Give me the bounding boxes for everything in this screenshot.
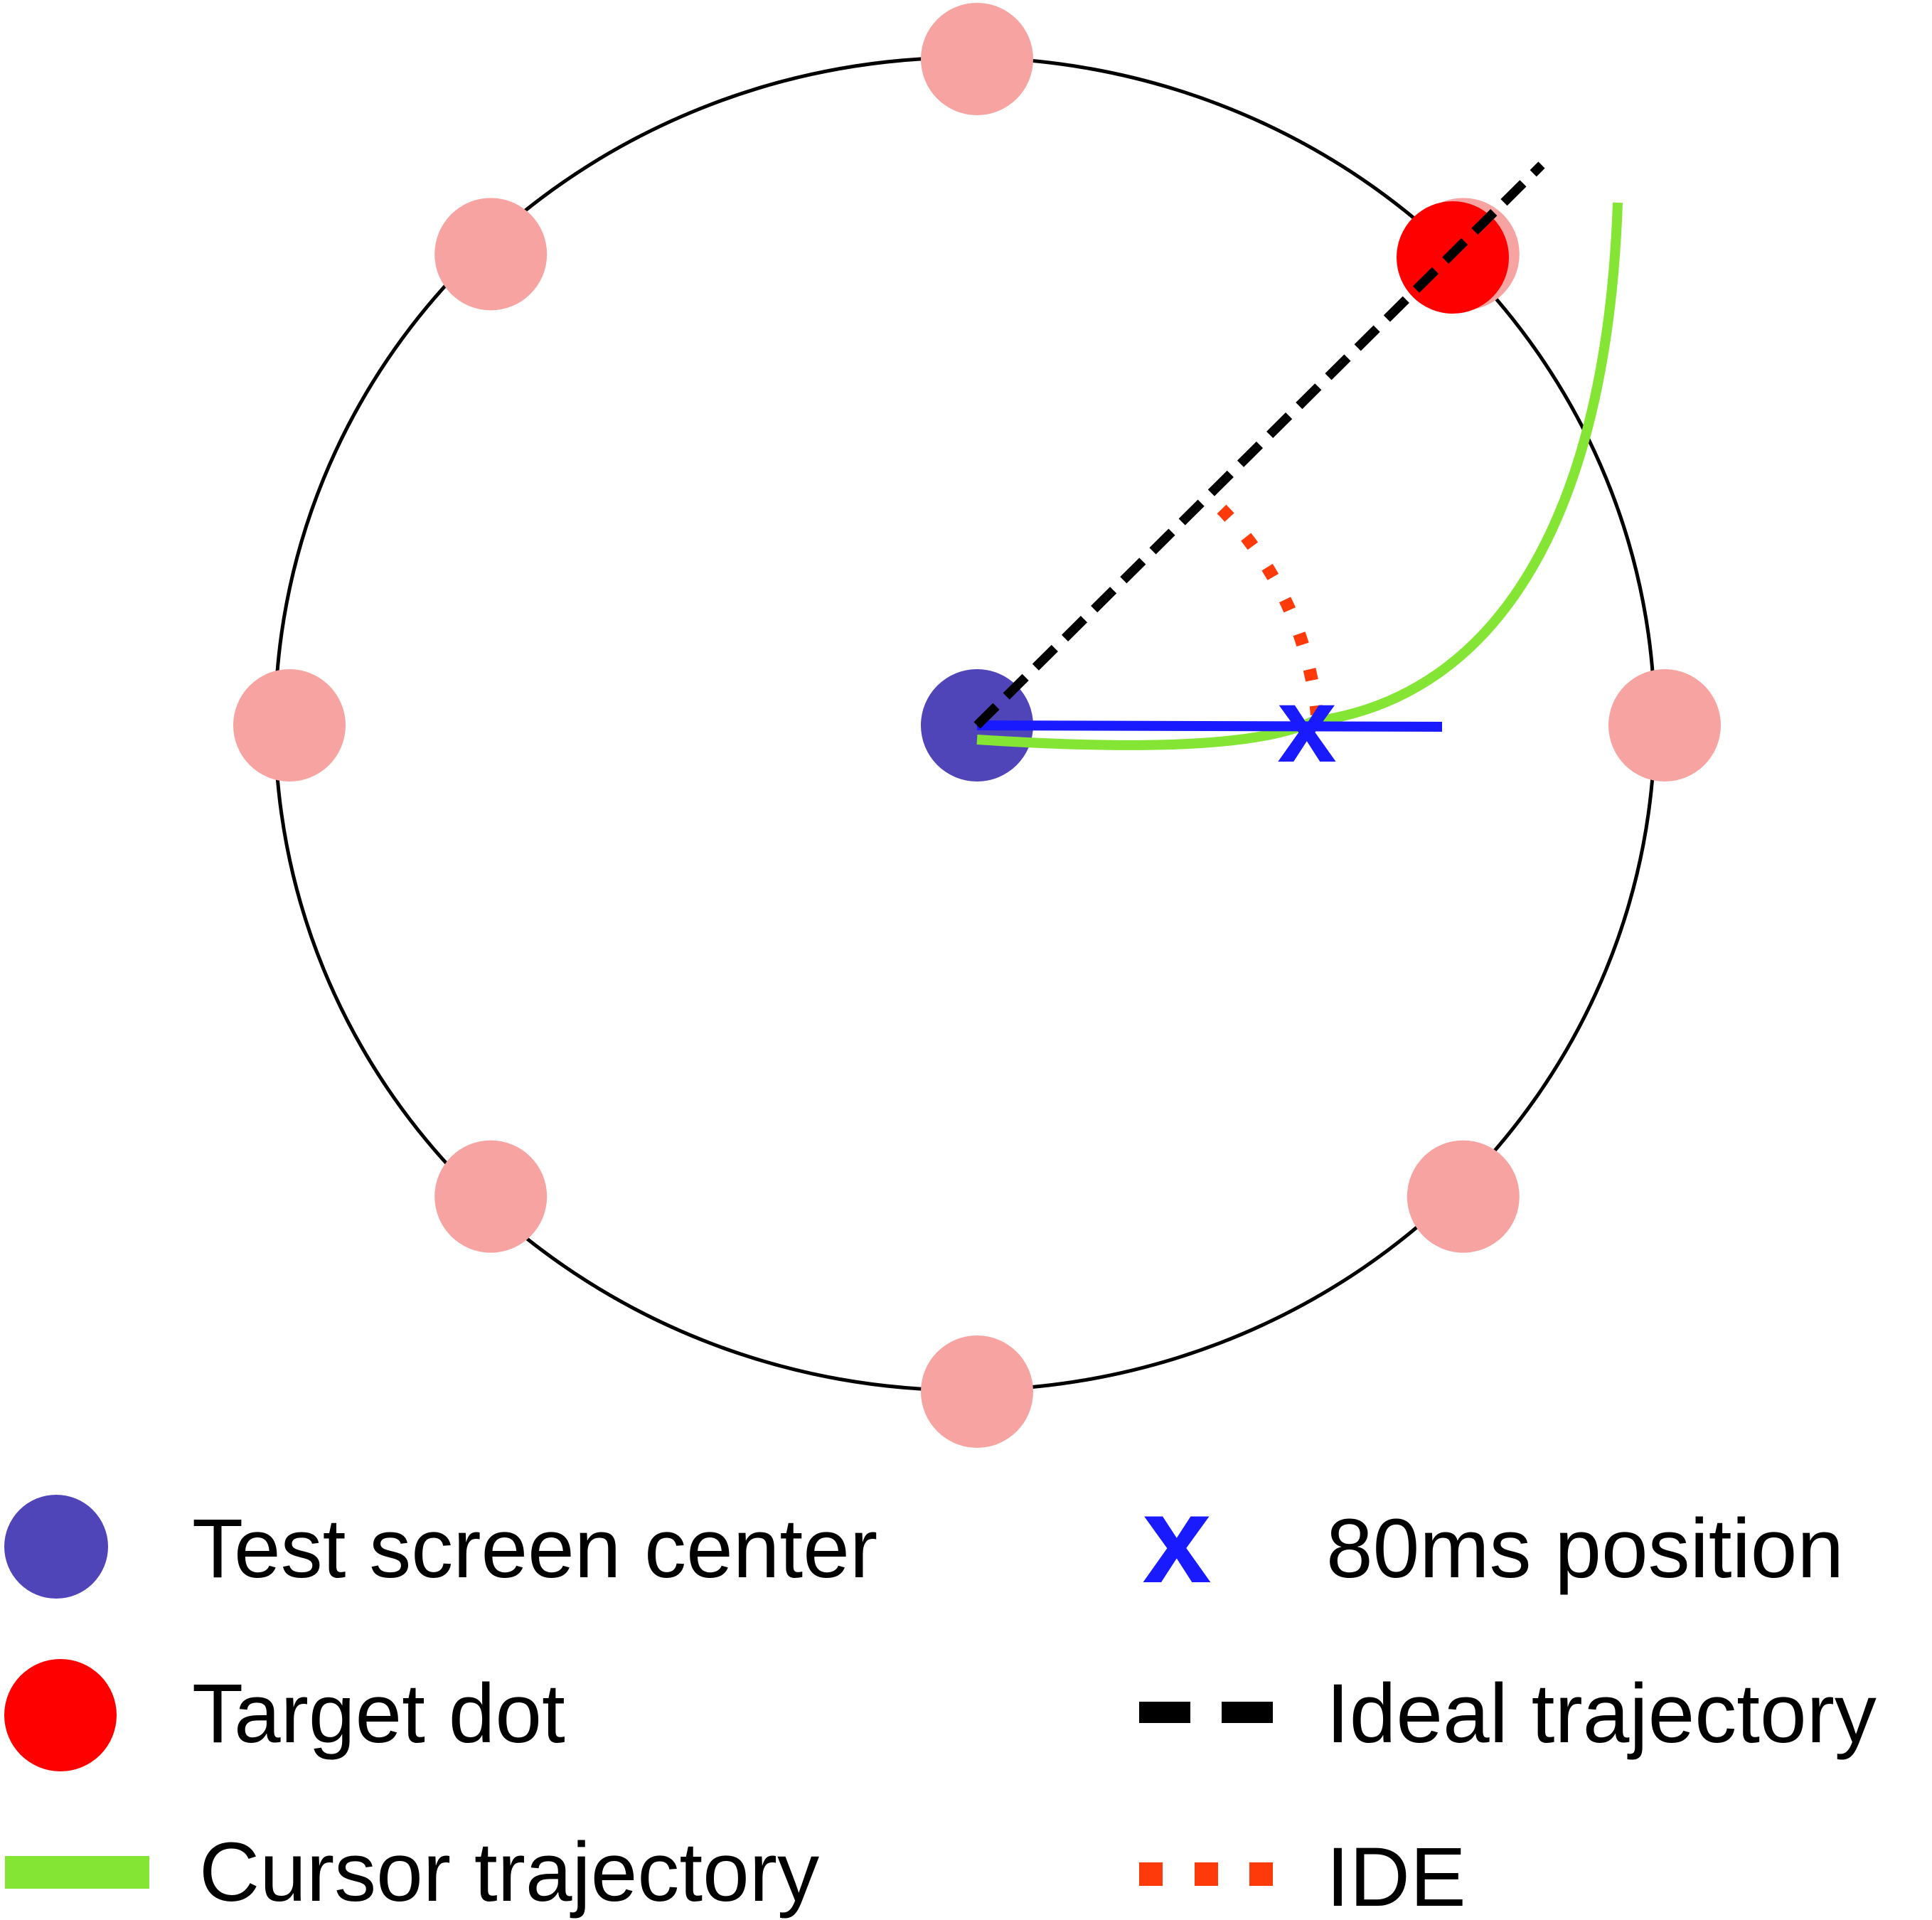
initial-direction-line: [976, 720, 1443, 732]
legend-item-cursor: Cursor trajectory: [5, 1825, 819, 1919]
target-dot-lower-left: [434, 1140, 548, 1253]
legend-label-target: Target dot: [192, 1667, 565, 1761]
legend-ide-dot-1: [1139, 1862, 1163, 1886]
legend-label-position80: 80ms position: [1326, 1502, 1844, 1596]
legend-ideal-dash-2: [1222, 1702, 1273, 1723]
legend-item-ideal: Ideal trajectory: [1139, 1667, 1877, 1761]
legend-cursor-swatch: [5, 1856, 149, 1889]
legend-item-ide: IDE: [1139, 1830, 1466, 1920]
ideal-trajectory-line: [973, 161, 1545, 729]
cursor-trajectory-curve: [976, 202, 1623, 750]
target-dot-left: [233, 669, 346, 782]
target-dot-bottom: [921, 1335, 1033, 1448]
target-dot-lower-right: [1407, 1140, 1520, 1253]
legend-ide-dot-3: [1249, 1862, 1273, 1886]
target-dot-right: [1608, 669, 1721, 782]
legend-label-cursor: Cursor trajectory: [199, 1825, 819, 1919]
legend-label-ideal: Ideal trajectory: [1326, 1667, 1877, 1761]
legend-item-position80: x 80ms position: [1142, 1471, 1844, 1609]
position-80ms-marker: x: [1277, 665, 1336, 784]
legend-item-target: Target dot: [4, 1659, 565, 1771]
target-dot-top: [921, 3, 1033, 115]
target-dot-upper-left: [434, 198, 548, 311]
legend-center-swatch: [4, 1495, 108, 1599]
legend-ide-dot-2: [1195, 1862, 1218, 1886]
legend-label-center: Test screen center: [192, 1502, 877, 1596]
ide-angle-arc: [1217, 504, 1323, 715]
legend-position80-swatch: x: [1142, 1471, 1211, 1609]
legend-item-center: Test screen center: [4, 1495, 877, 1599]
legend-label-ide: IDE: [1326, 1830, 1466, 1920]
legend-ideal-dash-1: [1139, 1702, 1190, 1723]
legend-target-swatch: [4, 1659, 117, 1771]
legend: Test screen center Target dot Cursor tra…: [4, 1471, 1877, 1920]
